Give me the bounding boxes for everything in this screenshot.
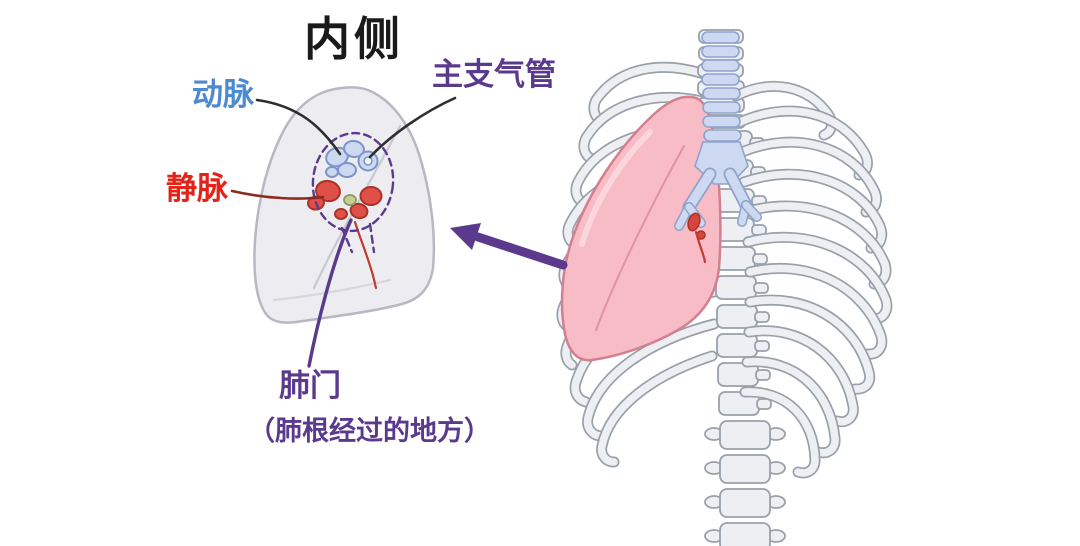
artery-leader-line: [255, 98, 342, 156]
hilum-structures: [307, 131, 395, 290]
leader-lines: [230, 96, 457, 368]
main-bronchus-label: 主支气管: [432, 57, 556, 93]
hilum-label: 肺门: [279, 368, 341, 404]
page-title: 内侧: [304, 12, 404, 66]
bronchus-leader-line: [368, 96, 457, 159]
lumbar-vertebrae: [704, 420, 786, 546]
hilum-vessels-ribcage: [687, 212, 707, 264]
ribcage-illustration: [560, 29, 887, 546]
hilum-dashed-outline: [311, 131, 395, 233]
lung-in-ribcage: [560, 95, 722, 362]
medial-lung-illustration: [253, 86, 436, 324]
vein-label: 静脉: [166, 171, 228, 207]
lymph-node-blob: [343, 194, 357, 206]
arrow-icon: [450, 223, 568, 270]
trachea: [679, 31, 757, 226]
artery-label: 动脉: [192, 77, 254, 113]
vein-leader-line: [230, 189, 325, 200]
right-ribs: [736, 86, 887, 472]
hilum-leader-line: [307, 218, 353, 368]
hilum-note-label: （肺根经过的地方）: [248, 416, 491, 447]
